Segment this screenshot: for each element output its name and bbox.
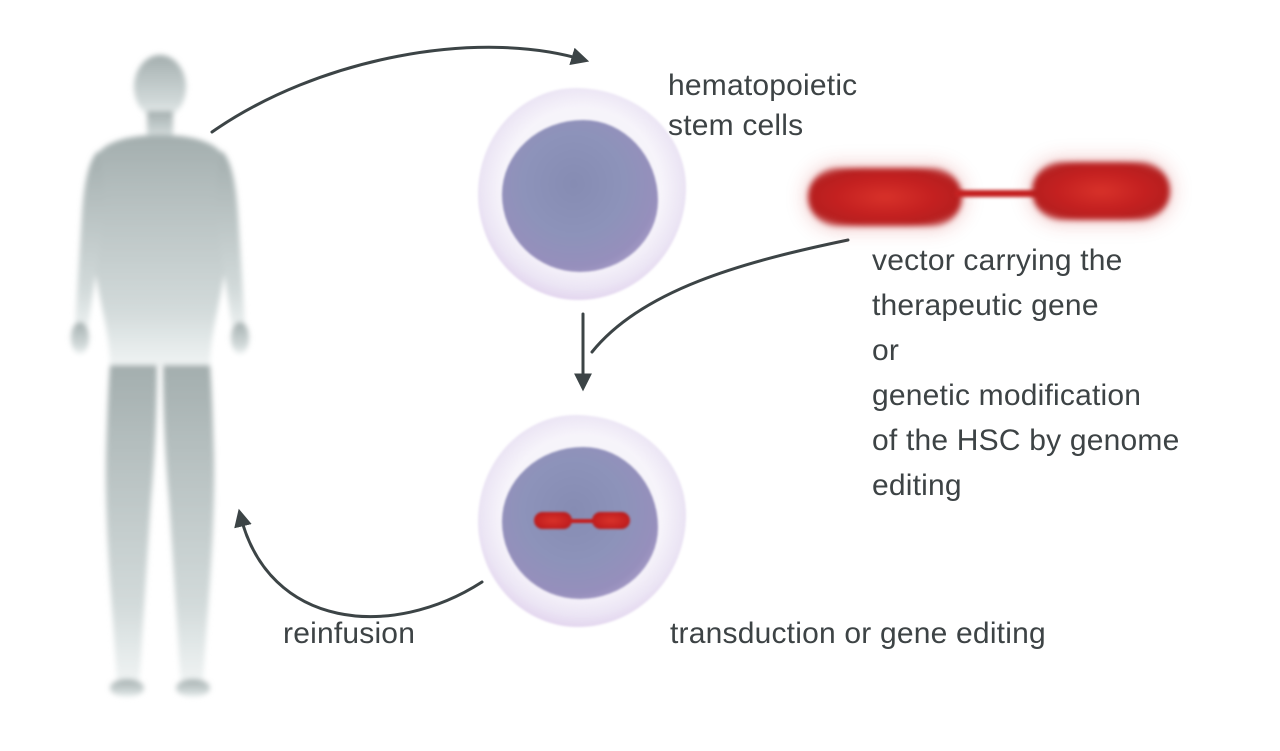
- vector-segment: [1032, 162, 1170, 220]
- vector-label: vector carrying the therapeutic gene or …: [872, 244, 1180, 502]
- mini-vector-segment: [592, 512, 630, 529]
- cell-nucleus: [502, 120, 658, 272]
- transduction-label: transduction or gene editing: [670, 617, 1046, 650]
- mini-vector-link: [570, 519, 596, 523]
- gene-vector-icon: [806, 158, 1172, 234]
- modified-stem-cell-icon: [478, 415, 686, 627]
- cell-nucleus: [502, 447, 658, 599]
- hsc-label: hematopoietic stem cells: [668, 69, 858, 142]
- internal-gene-vector-icon: [478, 415, 686, 627]
- stem-cell-icon: [478, 88, 686, 300]
- human-body-silhouette: [71, 55, 249, 697]
- vector-link: [954, 190, 1042, 197]
- vector-segment: [808, 168, 962, 226]
- mini-vector-segment: [534, 512, 572, 529]
- arrow-reinfusion-to-body: [234, 508, 484, 619]
- reinfusion-label: reinfusion: [283, 617, 416, 650]
- human-body-icon: [55, 25, 265, 720]
